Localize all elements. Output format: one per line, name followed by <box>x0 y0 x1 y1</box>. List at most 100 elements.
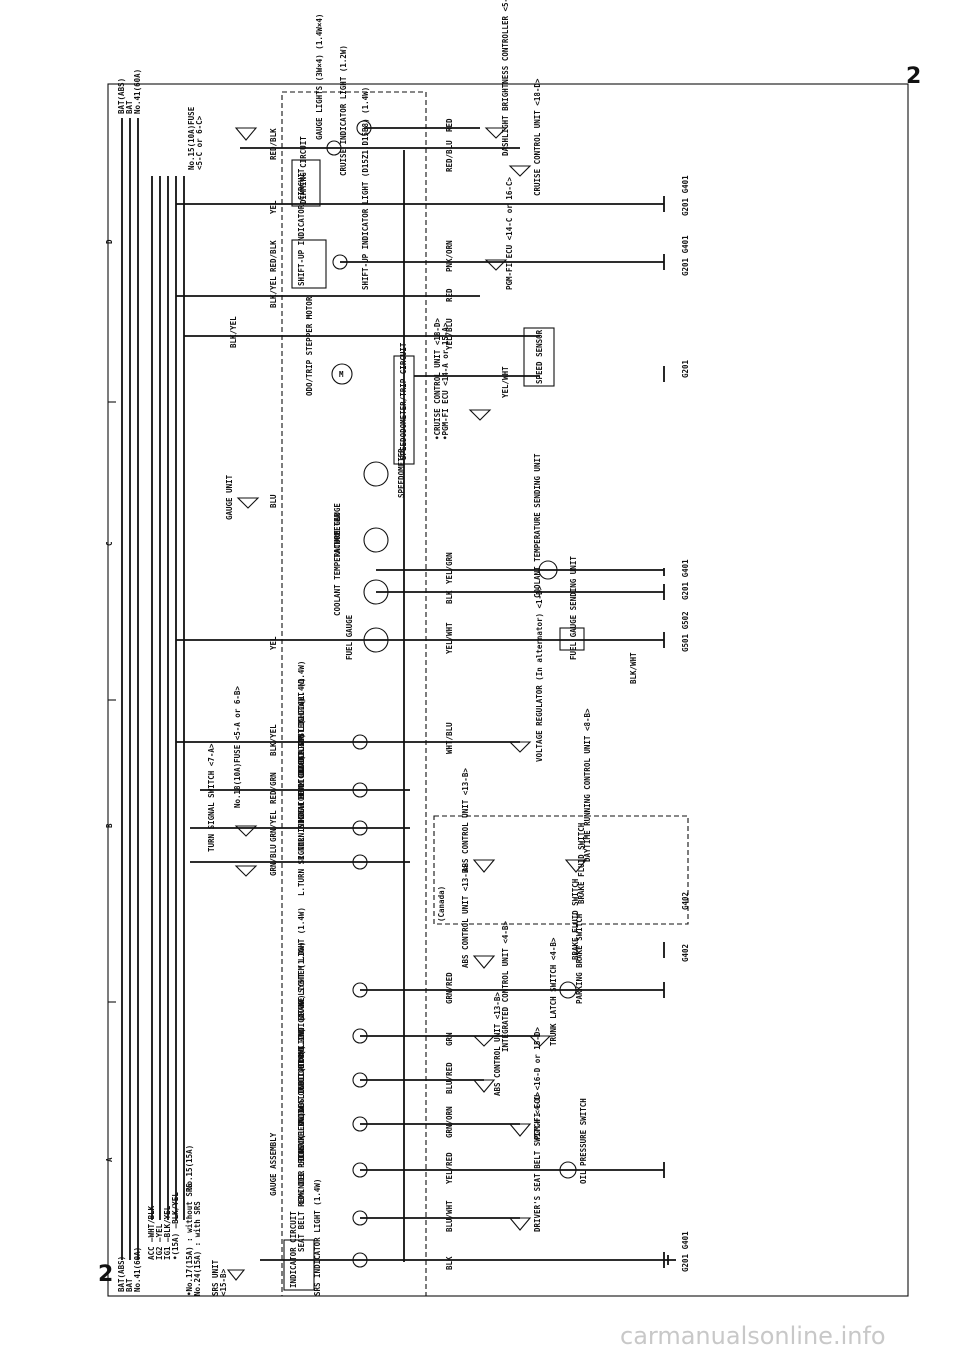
brightness-controller-label: DASHLIGHT BRIGHTNESS CONTROLLER <5-C or … <box>501 0 510 156</box>
brake-fluid-1-label: BRAKE FLUID SWITCH <box>571 878 580 960</box>
coolant-sending-unit-label: COOLANT TEMPERATURE SENDING UNIT <box>533 453 542 598</box>
wire-blkyel-d: BLK/YEL <box>229 316 238 348</box>
gauge-lights-label: GAUGE LIGHTS (3W×4) (1.4W×4) <box>315 14 324 140</box>
light-labels: SRS INDICATOR LIGHT (1.4W) SEAT BELT REM… <box>297 14 370 1296</box>
connectors <box>234 127 588 1231</box>
wire-grnyel: GRN/YEL <box>269 810 278 842</box>
wire-yel-dim: YEL <box>269 200 278 214</box>
power-bus <box>121 118 185 1260</box>
ground-g501-g502: G501 G502 <box>681 611 690 652</box>
wire-blkyel-shift: BLK/YEL <box>269 276 278 308</box>
right-fuse-label: No.15(10A)FUSE <box>187 106 196 170</box>
dimming-circuit-box <box>291 159 321 207</box>
wire-grn: GRN <box>445 1032 454 1046</box>
watermark: carmanualsonline.info <box>620 1322 886 1350</box>
pgm-fi-ecu-mid-label: •PGM-FI ECU <14-A or 15-A> <box>441 322 450 440</box>
meter-unit-label: GAUGE UNIT <box>225 474 234 520</box>
high-beam-light-label: HIGH BEAM INDICATOR LIGHT (1.4W) <box>297 678 306 823</box>
wire-pnkorn: PNK/ORN <box>445 240 454 272</box>
oil-pressure-switch-label: OIL PRESSURE SWITCH <box>579 1098 588 1184</box>
zone-d: D <box>105 239 114 244</box>
fuse-60a-label: No.41(60A) <box>133 1247 142 1292</box>
component-labels: DRIVER'S SEAT BELT SWITCH <4-C> OIL PRES… <box>207 0 592 1232</box>
zone-a: A <box>105 1157 114 1162</box>
fuel-sending-unit-symbol <box>559 627 585 651</box>
speedodometer-circuit-box <box>393 355 415 465</box>
fuel-gauge-label: FUEL GAUGE <box>345 614 354 660</box>
pgm-fi-ecu-right-label: PGM-FI ECU <14-C or 16-C> <box>505 177 514 290</box>
trunk-light-label: TRUNK INDICATOR LIGHT (1.4W) <box>297 942 306 1068</box>
charge-light-label: CHARGE SYSTEM LIGHT (1.4W) <box>297 661 306 778</box>
zone-b: B <box>105 823 114 828</box>
ground-g402-a: G402 <box>681 944 690 962</box>
fuse-note-2: No.24(15A) : with SRS <box>193 1201 202 1296</box>
low-oil-light-label: LOW OIL PRESSURE INDICATOR LIGHT (1.4W) <box>297 1028 306 1204</box>
diagram-frame <box>107 83 909 1297</box>
indicator-circuit-box <box>283 1239 315 1291</box>
odo-motor-letter: M <box>339 370 344 379</box>
ground-g201-g401-c: G201 G401 <box>681 559 690 600</box>
odo-motor-symbol <box>331 363 353 385</box>
srs-light-label: SRS INDICATOR LIGHT (1.4W) <box>313 1179 322 1296</box>
ground-g402-b: G402 <box>681 892 690 910</box>
speedometer-symbol <box>363 461 389 487</box>
ground-g201-g401-a: G201 G401 <box>681 1231 690 1272</box>
wire-redgrn: RED/GRN <box>269 772 278 804</box>
r-turn-light-label: R.TURN SIGNAL INDICATOR LIGHT (1.4W) <box>297 697 306 860</box>
speed-sensor-box <box>523 327 555 387</box>
circuit-wires <box>176 127 676 1261</box>
voltage-regulator-label: VOLTAGE REGULATOR (In alternator) <1-B> <box>535 585 544 762</box>
speedodometer-circuit-label: SPEEDODOMETER/TRIP CIRCUIT <box>399 342 408 460</box>
wire-redblu: RED/BLU <box>445 140 454 172</box>
wire-grnorn: GRN/ORN <box>445 1106 454 1138</box>
srs-unit-connector <box>226 1269 246 1281</box>
coolant-sending-unit-symbol <box>538 560 558 580</box>
parking-brake-label: PARKING BRAKE SWITCH <box>575 913 584 1004</box>
cruise-unit-right-label: CRUISE CONTROL UNIT <18-D> <box>533 78 542 196</box>
page-number-bottom: 2 <box>98 1262 114 1287</box>
wire-blured: BLU/RED <box>445 1062 454 1094</box>
zone-c: C <box>105 541 114 546</box>
cruise-control-unit-label: •CRUISE CONTROL UNIT <18-D> <box>433 318 442 440</box>
canada-label: (Canada) <box>437 886 446 922</box>
gauge-assembly-box <box>281 91 427 1297</box>
odo-motor-label: ODO/TRIP STEPPER MOTOR <box>305 296 314 396</box>
bat-abs-label-right: BAT(ABS) <box>117 78 126 114</box>
fuse-60a-label-right: No.41(60A) <box>133 69 142 114</box>
wire-blk-coolant: BLK <box>445 590 454 604</box>
check-engine-light-label: CHECK ENGINE LIGHT (1.4W) <box>297 1045 306 1158</box>
wire-grnblu: GRN/BLU <box>269 844 278 876</box>
shift-up-circuit-box <box>291 239 327 289</box>
wire-yelred: YEL/RED <box>445 1152 454 1184</box>
bat-label-right: BAT <box>125 100 134 114</box>
fuse-15a-label: •(15A) —BLK/YEL <box>171 1192 180 1260</box>
shift-up-circuit-label: SHIFT-UP INDICATOR CIRCUIT <box>297 168 306 286</box>
wire-blk-srs: BLK <box>445 1256 454 1270</box>
seat-belt-light-label: SEAT BELT REMINDER LIGHT (1.4W) <box>297 1112 306 1252</box>
ig1-label: IG1 —BLK/YEL <box>163 1205 172 1260</box>
canada-box <box>433 815 689 925</box>
pgm-fi-ecu-left-label: PGM-FI ECU <16-D or 15-D> <box>533 1027 542 1140</box>
trunk-latch-label: TRUNK LATCH SWITCH <4-B> <box>549 937 558 1046</box>
light-sockets <box>326 120 372 1268</box>
srs-unit-label: SRS UNIT <box>211 1259 220 1296</box>
abs-unit-3-label: ABS CONTROL UNIT <13-B> <box>461 768 470 872</box>
right-fuse-ref: <5-C or 6-C> <box>195 115 204 170</box>
abs-unit-2-label: ABS CONTROL UNIT <13-B> <box>461 864 470 968</box>
ig2-label: IG2 —YEL <box>155 1223 164 1260</box>
wire-red: RED <box>445 118 454 132</box>
brake-light-label: BRAKE SYSTEM LIGHT (1.4W) <box>297 907 306 1020</box>
dimming-circuit-label: DIMMING CIRCUIT <box>299 136 308 204</box>
bat-abs-label: BAT(ABS) <box>117 1256 126 1292</box>
drivers-belt-switch-label: DRIVER'S SEAT BELT SWITCH <4-C> <box>533 1092 542 1232</box>
oil-pressure-switch-symbol <box>559 1161 577 1179</box>
tachometer-label: TACHOMETER <box>333 512 342 558</box>
wire-redblk-shift: RED/BLK <box>269 240 278 272</box>
fuse-10a-b-label: No.18(10A)FUSE <5-A or 6-B> <box>233 686 242 808</box>
zone-markers: A B C D <box>105 239 116 1162</box>
wire-blkwht: BLK/WHT <box>629 652 638 684</box>
abs-light-label: ABS INDICATOR LIGHT (1.4W) <box>297 995 306 1112</box>
wire-blu-c: BLU <box>269 494 278 508</box>
wire-yelwht: YEL/WHT <box>445 622 454 654</box>
wire-yelgrn: YEL/GRN <box>445 552 454 584</box>
